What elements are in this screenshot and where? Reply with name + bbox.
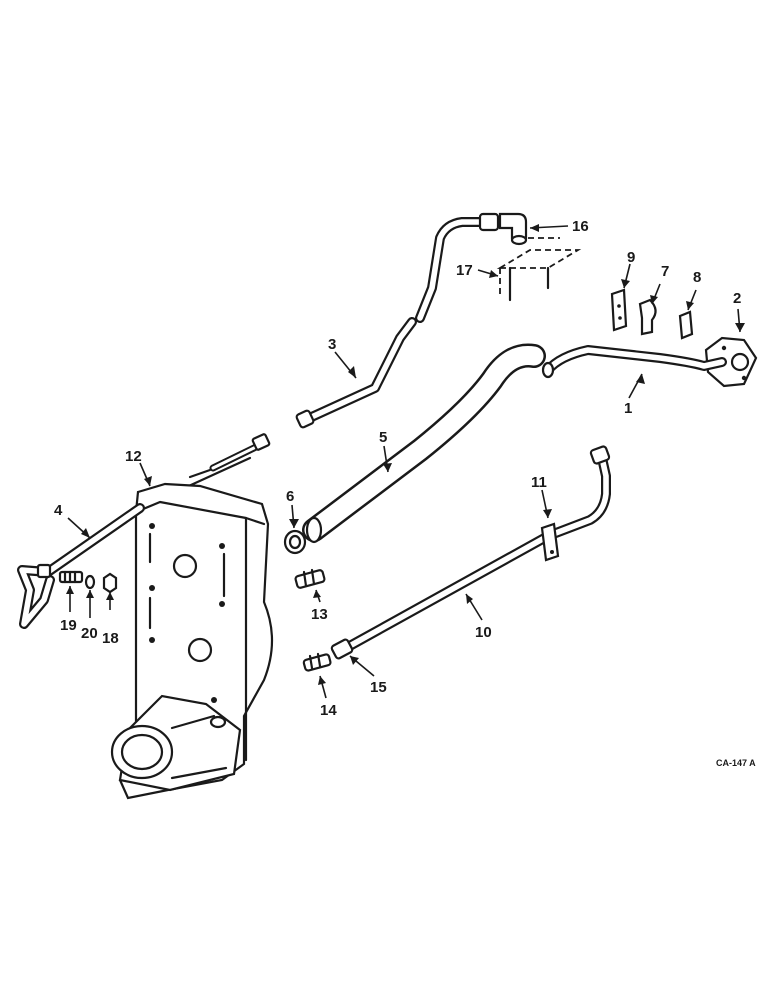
callout-15: 15 <box>370 679 387 696</box>
part-8-plate <box>678 310 694 340</box>
part-9-clip <box>610 288 628 332</box>
callout-1: 1 <box>624 400 632 417</box>
part-4-tube <box>17 503 145 629</box>
part-17-bracket <box>496 237 582 302</box>
callout-16: 16 <box>572 218 589 235</box>
callout-12: 12 <box>125 448 142 465</box>
part-19-stud <box>58 570 84 584</box>
drawing-code: CA-147 A <box>716 758 756 768</box>
callout-20: 20 <box>81 625 98 642</box>
part-12-housing <box>110 482 274 800</box>
callout-11: 11 <box>531 474 547 491</box>
callout-8: 8 <box>693 269 701 286</box>
callout-10: 10 <box>475 624 492 641</box>
callout-6: 6 <box>286 488 294 505</box>
part-4-upper-line <box>178 433 271 492</box>
part-13-fitting <box>294 568 326 589</box>
part-2-flange <box>704 336 758 388</box>
part-10-tube <box>341 445 611 653</box>
part-5-hose <box>302 343 546 544</box>
part-11-clip <box>540 522 560 562</box>
callout-19: 19 <box>60 617 77 634</box>
part-6-clamp <box>283 529 307 555</box>
callout-13: 13 <box>311 606 328 623</box>
callout-9: 9 <box>627 249 635 266</box>
callout-2: 2 <box>733 290 741 307</box>
callout-4: 4 <box>54 502 63 519</box>
part-3-upper-line <box>295 217 491 429</box>
part-20-oring <box>84 574 96 590</box>
part-14-fitting <box>302 652 332 672</box>
callout-7: 7 <box>661 263 669 280</box>
part-15-nut <box>330 638 354 660</box>
part-18-nut <box>102 572 118 594</box>
callout-5: 5 <box>379 429 387 446</box>
part-7-clip <box>638 298 657 336</box>
callout-14: 14 <box>320 702 337 719</box>
callout-3: 3 <box>328 336 336 353</box>
part-1-tube <box>541 345 727 379</box>
callout-18: 18 <box>102 630 119 647</box>
part-16-elbow-fitting <box>478 212 528 246</box>
leader-lines <box>66 224 745 699</box>
callout-17: 17 <box>456 262 473 279</box>
